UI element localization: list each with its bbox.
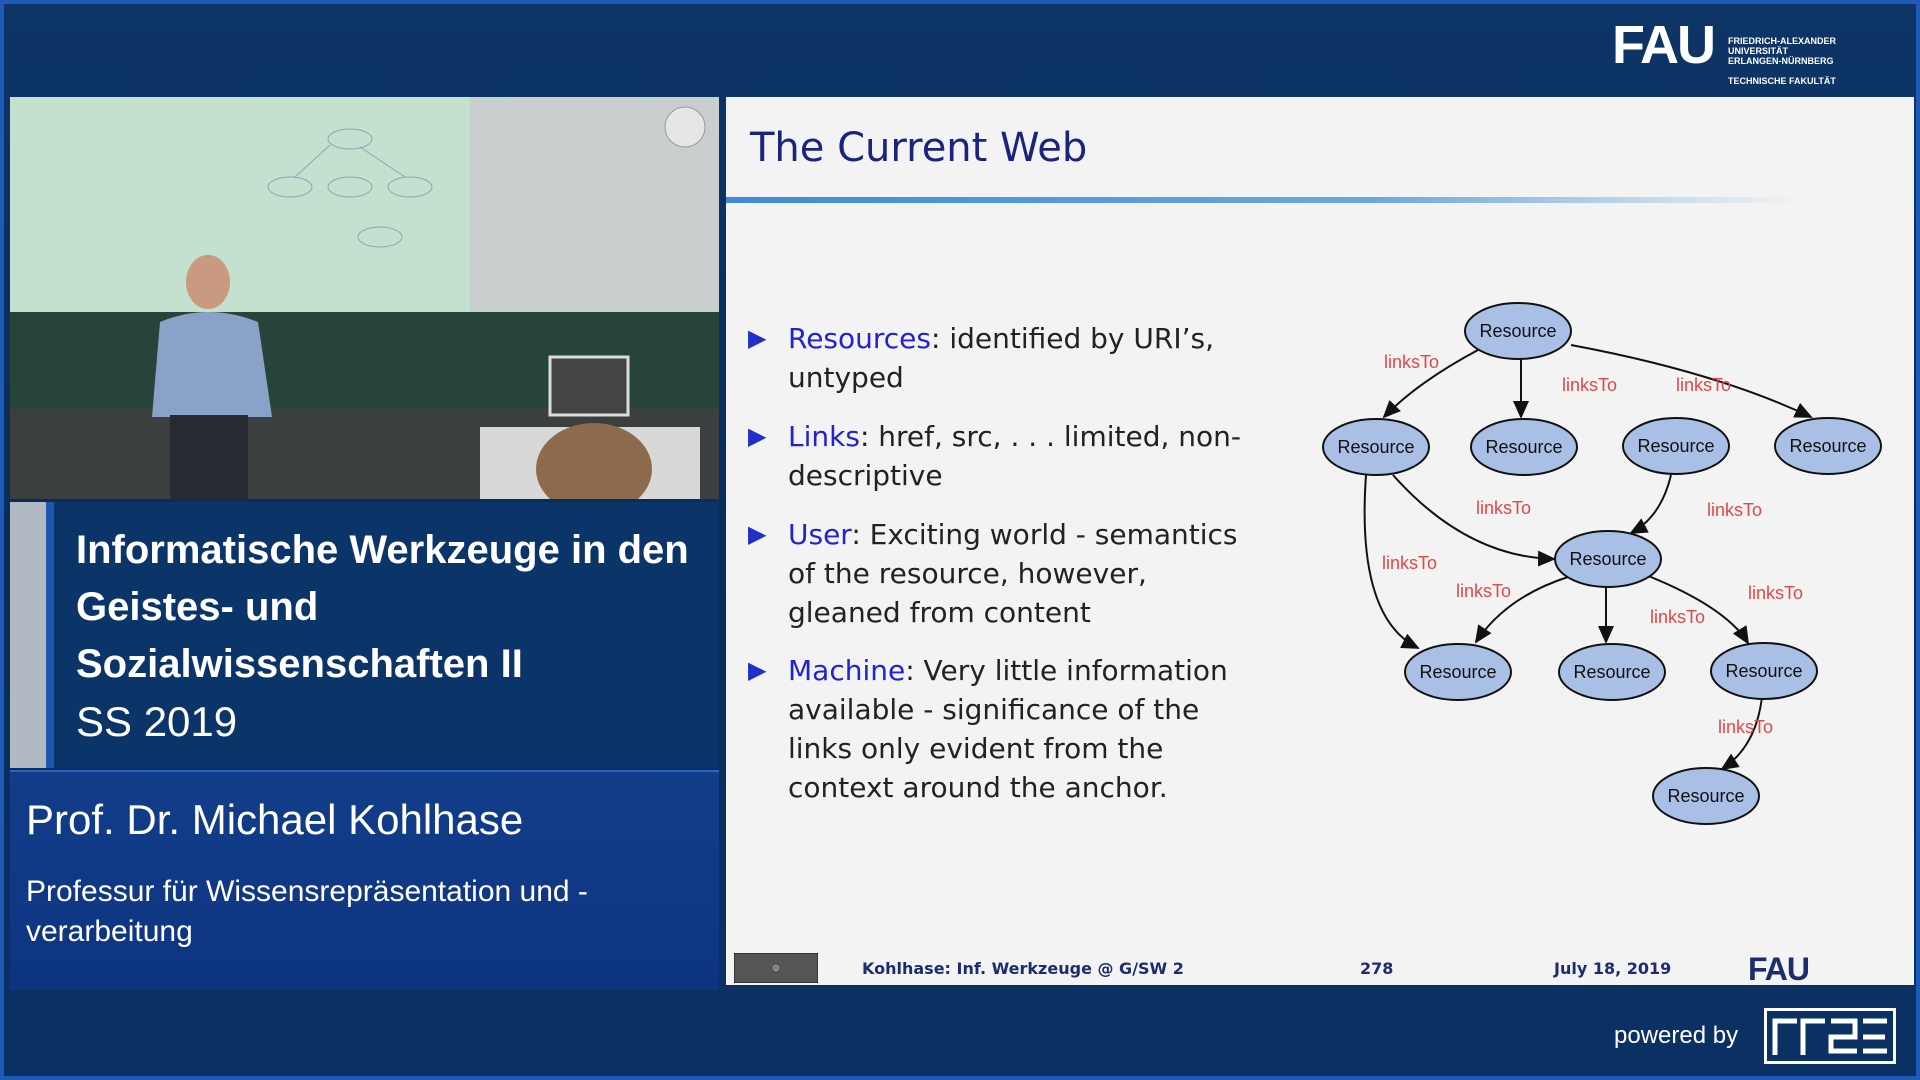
diagram-edge-label: linksTo: [1650, 607, 1705, 627]
diagram-node: Resource: [1470, 418, 1578, 476]
diagram-node-shape: [1470, 418, 1578, 476]
bullet-keyword: Machine: [788, 654, 906, 687]
bullet-text: : Exciting world - semantics of the reso…: [788, 518, 1238, 629]
diagram-node: Resource: [1774, 417, 1882, 475]
camera-video[interactable]: [10, 97, 719, 499]
powered-by-label: powered by: [1614, 1022, 1739, 1049]
diagram-node-label: Resource: [1419, 662, 1496, 682]
diagram-edge: [1720, 696, 1763, 771]
cc-license-badge: ◎: [734, 953, 818, 983]
diagram-edge: [1474, 576, 1569, 644]
diagram-edge-label: linksTo: [1384, 352, 1439, 372]
bullet-text: : href, src, . . . limited, non-descript…: [788, 420, 1241, 492]
slide-title-rule: [726, 197, 1914, 203]
diagram-node-shape: [1710, 642, 1818, 700]
diagram-edge: [1645, 574, 1750, 645]
fau-logo-line: FRIEDRICH-ALEXANDER: [1728, 36, 1836, 46]
diagram-node: Resource: [1322, 418, 1430, 476]
diagram-node-label: Resource: [1479, 321, 1556, 341]
bullet-triangle-icon: ▶: [748, 422, 767, 450]
fau-logo-line: UNIVERSITÄT: [1728, 46, 1789, 56]
footer-page-number: 278: [1360, 959, 1394, 978]
fau-logo-faculty: TECHNISCHE FAKULTÄT: [1728, 76, 1836, 86]
diagram-node-label: Resource: [1789, 436, 1866, 456]
diagram-node-label: Resource: [1485, 437, 1562, 457]
diagram-node: Resource: [1464, 302, 1572, 360]
link-diagram: linksTo linksTo linksTo linksTo linksTo links…: [1322, 302, 1882, 825]
slide-title: The Current Web: [750, 125, 1088, 171]
diagram-edge: [1570, 344, 1813, 418]
diagram-node-label: Resource: [1637, 436, 1714, 456]
diagram-edge-label: linksTo: [1707, 500, 1762, 520]
diagram-node-label: Resource: [1337, 437, 1414, 457]
diagram-edge: [1392, 474, 1556, 567]
diagram-edge-label: linksTo: [1476, 498, 1531, 518]
fau-logo-mark: FAU: [1612, 15, 1716, 75]
footer-date: July 18, 2019: [1554, 959, 1672, 978]
diagram-node-shape: [1622, 417, 1730, 475]
diagram-node: Resource: [1558, 643, 1666, 701]
bullet-text: : Very little information available - si…: [788, 654, 1228, 804]
diagram-node-shape: [1652, 767, 1760, 825]
diagram-edge-label: linksTo: [1676, 375, 1731, 395]
diagram-node: Resource: [1622, 417, 1730, 475]
bullet-triangle-icon: ▶: [748, 520, 767, 548]
diagram-edge-label: linksTo: [1748, 583, 1803, 603]
bullet-text: : identified by URI’s, untyped: [788, 322, 1214, 394]
diagram-edge: [1363, 474, 1420, 649]
diagram-edge: [1629, 474, 1672, 534]
course-title: Informatische Werkzeuge in den Geistes- …: [76, 528, 689, 686]
rrze-logo: [1764, 1008, 1896, 1064]
bullet-keyword: Links: [788, 420, 860, 453]
diagram-node-shape: [1404, 643, 1512, 701]
diagram-node: Resource: [1554, 530, 1662, 588]
diagram-node-shape: [1322, 418, 1430, 476]
bullet-triangle-icon: ▶: [748, 656, 767, 684]
diagram-node-label: Resource: [1667, 786, 1744, 806]
diagram-node-label: Resource: [1725, 661, 1802, 681]
presenter-name: Prof. Dr. Michael Kohlhase: [26, 796, 524, 843]
lecture-hall-image: [10, 97, 719, 499]
course-info-panel: Informatische Werkzeuge in den Geistes- …: [10, 502, 719, 768]
fau-logo-line: ERLANGEN-NÜRNBERG: [1728, 56, 1834, 66]
presenter-panel: Prof. Dr. Michael Kohlhase Professur für…: [10, 770, 719, 990]
accent-bar: [46, 502, 54, 768]
diagram-node-label: Resource: [1569, 549, 1646, 569]
accent-bar: [10, 502, 46, 768]
footer-fau-logo: FAU: [1748, 951, 1810, 985]
bullet-keyword: Resources: [788, 322, 931, 355]
diagram-edge: [1382, 349, 1479, 419]
diagram-node: Resource: [1710, 642, 1818, 700]
diagram-edge-label: linksTo: [1456, 581, 1511, 601]
diagram-edge-label: linksTo: [1382, 553, 1437, 573]
diagram-node-shape: [1774, 417, 1882, 475]
semester: SS 2019: [76, 698, 238, 745]
diagram-node-label: Resource: [1573, 662, 1650, 682]
slide-footer: ◎ Kohlhase: Inf. Werkzeuge @ G/SW 2 278 …: [726, 949, 1914, 985]
footer-course: Kohlhase: Inf. Werkzeuge @ G/SW 2: [862, 959, 1184, 978]
diagram-edge-label: linksTo: [1718, 717, 1773, 737]
diagram-node: Resource: [1404, 643, 1512, 701]
rrze-logo-icon: [1772, 1018, 1887, 1055]
presenter-chair: Professur für Wissensrepräsentation und …: [26, 875, 588, 948]
diagram-node-shape: [1554, 530, 1662, 588]
diagram-node-shape: [1464, 302, 1572, 360]
diagram-edge-label: linksTo: [1562, 375, 1617, 395]
fau-logo: FAU FRIEDRICH-ALEXANDER UNIVERSITÄT ERLA…: [1612, 18, 1852, 88]
slide: The Current Web ▶ Resources: identified …: [726, 97, 1914, 985]
diagram-node-shape: [1558, 643, 1666, 701]
diagram-node: Resource: [1652, 767, 1760, 825]
bullet-keyword: User: [788, 518, 852, 551]
bullet-triangle-icon: ▶: [748, 324, 767, 352]
